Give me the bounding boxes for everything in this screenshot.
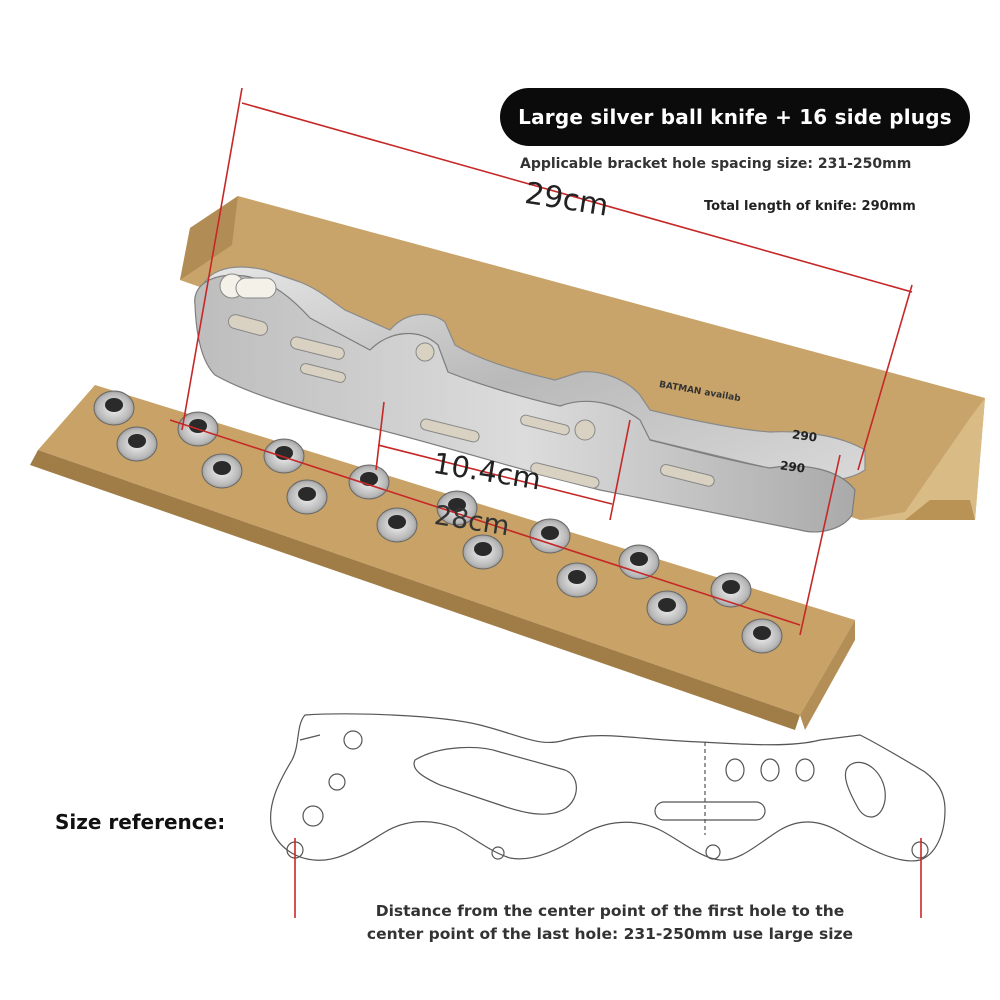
side-plugs	[93, 390, 783, 654]
plug	[462, 534, 504, 570]
measure-10cm-right-extent	[609, 419, 631, 521]
blade-front	[194, 273, 856, 533]
measure-28cm-line	[169, 419, 801, 626]
plug	[618, 544, 660, 580]
plug	[556, 562, 598, 598]
measure-29cm-right-extent	[857, 284, 913, 471]
plug	[116, 426, 158, 462]
reference-hole-lines	[294, 838, 922, 918]
plug	[93, 390, 135, 426]
caption-line-2: center point of the last hole: 231-250mm…	[366, 925, 854, 943]
front-cardboard-tray	[30, 385, 855, 730]
frame-outline-diagram	[270, 713, 946, 862]
measure-29cm-line	[241, 102, 913, 293]
plug	[376, 507, 418, 543]
caption-line-1: Distance from the center point of the fi…	[375, 902, 845, 920]
measure-29cm-left-extent	[181, 87, 243, 431]
hole-distance-caption: Distance from the center point of the fi…	[330, 900, 890, 946]
plug	[348, 464, 390, 500]
plug	[646, 590, 688, 626]
measure-10cm-left-extent	[375, 401, 385, 471]
size-reference-label: Size reference:	[55, 810, 226, 834]
knife-length-spec: Total length of knife: 290mm	[704, 199, 916, 214]
plug	[201, 453, 243, 489]
plug	[741, 618, 783, 654]
measure-28cm-right-extent	[799, 454, 841, 636]
measure-lines	[169, 87, 913, 636]
plug	[529, 518, 571, 554]
plug	[286, 479, 328, 515]
hole-spacing-spec: Applicable bracket hole spacing size: 23…	[520, 156, 912, 172]
product-title: Large silver ball knife + 16 side plugs	[518, 105, 952, 129]
plug	[263, 438, 305, 474]
measure-10cm-line	[377, 444, 613, 505]
product-title-badge: Large silver ball knife + 16 side plugs	[500, 88, 970, 146]
